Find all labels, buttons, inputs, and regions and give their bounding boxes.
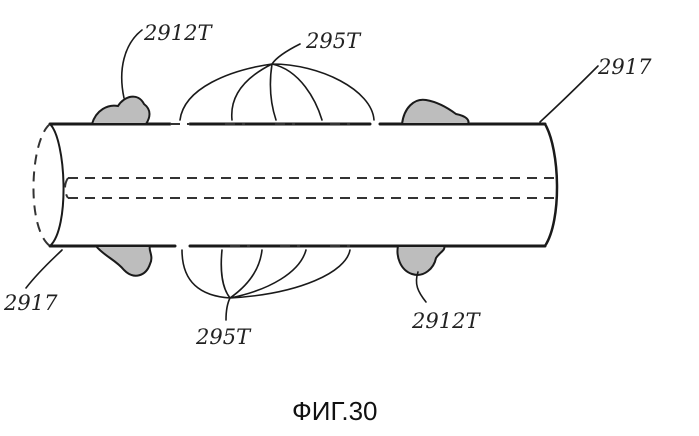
label-295T-bottom: 295T	[195, 325, 252, 349]
seal-top-left	[92, 97, 150, 124]
tube-right-end	[545, 124, 557, 246]
leader-2917-top	[540, 66, 598, 122]
seal-bottom-left	[96, 246, 151, 276]
leader-2912T-bottom	[416, 272, 426, 302]
label-2912T-top: 2912T	[143, 21, 213, 45]
tube	[33, 124, 560, 246]
label-2917-bottom: 2917	[3, 291, 58, 315]
tube-left-end	[33, 124, 50, 246]
tube-bore-left	[65, 178, 68, 198]
label-295T-top: 295T	[305, 29, 362, 53]
leader-2912T-top	[122, 30, 142, 98]
label-2917-top: 2917	[597, 55, 652, 79]
seal-top-right	[402, 100, 469, 124]
label-2912T-bottom: 2912T	[411, 309, 481, 333]
leader-2917-bottom	[26, 250, 62, 288]
tube-left-end-inner	[50, 124, 64, 246]
leader-lines	[26, 30, 598, 320]
leader-295T-bottom	[182, 250, 350, 320]
leader-295T-top	[180, 44, 374, 120]
figure-caption: ФИГ.30	[292, 396, 378, 426]
seal-bottom-right	[398, 246, 445, 275]
